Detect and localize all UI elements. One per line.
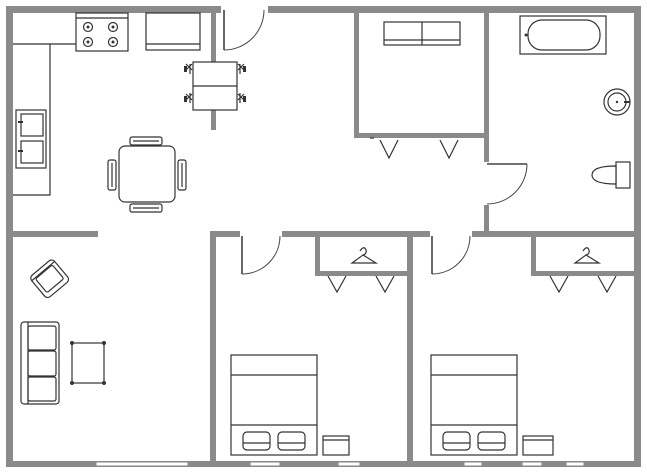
living-room — [20, 259, 106, 405]
bed-icon — [230, 354, 318, 456]
bedroom-2 — [430, 247, 602, 456]
dining-table — [118, 145, 176, 203]
wall-middle-2 — [282, 231, 430, 237]
wall-middle-3 — [472, 231, 636, 237]
walls — [6, 6, 641, 467]
door-bathroom — [486, 163, 528, 205]
kitchen-counter — [13, 43, 51, 196]
wall-closet2-left — [531, 233, 536, 275]
stove-icon — [75, 12, 129, 52]
wall-bath-left-bottom — [484, 205, 489, 235]
bathtub-icon — [519, 15, 607, 55]
wall-closet1-bottom — [315, 271, 410, 276]
bedroom-1 — [230, 247, 379, 456]
toilet-icon — [591, 161, 631, 189]
wall-middle — [210, 231, 240, 237]
bar-table — [184, 61, 246, 111]
fridge-icon — [145, 12, 201, 51]
wall-closet2-bottom — [531, 271, 637, 276]
chair-bottom-icon — [129, 203, 163, 213]
wall-bedrooms-divider — [407, 233, 413, 465]
hanger-icon — [350, 247, 379, 264]
door-closet-bedroom-2 — [549, 275, 617, 294]
bar-chair-icon — [184, 63, 246, 103]
dining-set — [107, 136, 187, 213]
door-entrance — [223, 9, 265, 51]
door-bedroom-1 — [241, 235, 281, 275]
armchair-icon — [30, 259, 70, 299]
window-3 — [337, 461, 361, 467]
wall-living-top — [8, 231, 98, 237]
wall-closet-left — [354, 10, 359, 138]
window-4 — [463, 461, 483, 467]
wall-bedroom1-left — [210, 233, 216, 465]
washbasin-icon — [603, 88, 631, 116]
sink-icon — [15, 109, 47, 169]
window-2 — [249, 461, 281, 467]
window-6 — [565, 461, 585, 467]
wall-bottom — [6, 461, 641, 467]
wall-top-right — [268, 6, 641, 13]
window-5 — [521, 461, 543, 467]
bathroom — [519, 15, 631, 189]
chair-right-icon — [177, 159, 187, 191]
wall-closet1-left — [315, 233, 320, 275]
sofa-icon — [20, 321, 60, 405]
coffee-table-icon — [70, 341, 106, 385]
hanger-icon — [573, 247, 602, 264]
nightstand-icon — [322, 435, 350, 456]
bed-icon — [430, 354, 518, 456]
wall-top-left — [6, 6, 221, 13]
chair-left-icon — [107, 159, 117, 191]
nightstand-icon — [522, 435, 554, 456]
closet-top — [383, 21, 461, 46]
wall-closet-bottom — [354, 133, 488, 138]
windows — [95, 461, 585, 467]
door-closet-top — [370, 137, 459, 160]
kitchen — [13, 12, 201, 196]
chair-top-icon — [129, 136, 163, 146]
doors — [223, 9, 617, 294]
door-closet-bedroom-1 — [327, 275, 395, 294]
wall-bath-left-top — [484, 10, 489, 162]
wall-right — [634, 6, 641, 467]
window-1 — [95, 461, 189, 467]
door-bedroom-2 — [431, 235, 471, 275]
